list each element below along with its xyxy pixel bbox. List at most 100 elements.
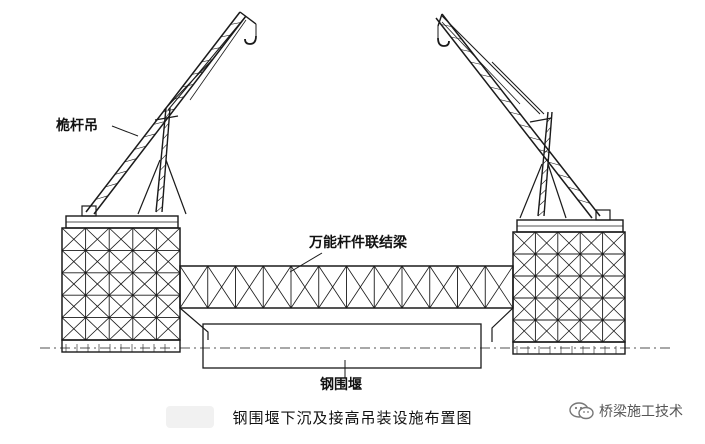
right-tower-diagonal [512, 297, 536, 321]
right-tower-diagonal [602, 231, 626, 255]
right-tower-diagonal [512, 319, 536, 343]
right-mast-lacing [538, 200, 546, 206]
left-tower-diagonal [108, 227, 134, 251]
left-tower-diagonal [61, 227, 86, 251]
left-tower-diagonal [108, 272, 134, 296]
right-mast-lacing [537, 210, 545, 217]
connecting-beam-diagonal [235, 265, 264, 309]
right-stay-cable [491, 61, 545, 115]
right-boom-lacing [528, 136, 541, 141]
right-back-leg [519, 163, 543, 219]
left-tower-diagonal [85, 250, 110, 274]
beam-label: 万能杆件联结梁 [308, 234, 408, 251]
left-boom-lacing [114, 170, 128, 175]
wechat-icon [569, 402, 594, 420]
left-mast-lacing [159, 164, 166, 171]
watermark-text: 桥梁施工技术 [599, 404, 683, 420]
blurred-watermark [166, 406, 214, 428]
right-mast-cap [529, 117, 553, 123]
left-tower-diagonal [132, 227, 157, 251]
right-boom-lacing [499, 99, 512, 103]
right-boom-tip [437, 13, 443, 27]
connecting-beam-diagonal [290, 265, 320, 309]
right-tower-diagonal [535, 275, 559, 299]
right-boom-lacing [557, 174, 571, 179]
left-back-leg [165, 159, 187, 215]
right-boom-lacing [470, 61, 482, 65]
right-tower-diagonal [512, 253, 536, 277]
right-boom-lacing [441, 24, 452, 27]
left-mast-lacing [163, 123, 169, 129]
left-boom-lacing [143, 133, 156, 138]
left-back-leg [137, 159, 161, 215]
left-mast-lacing [162, 133, 168, 140]
right-tower-diagonal [535, 253, 559, 277]
right-boom-chord [435, 17, 593, 219]
left-hook [244, 35, 257, 45]
left-boom-lacing [191, 71, 204, 75]
right-boom-lacing [548, 161, 561, 166]
left-tower-diagonal [156, 227, 181, 251]
left-tower-diagonal [108, 317, 134, 341]
left-tower-diagonal [156, 317, 181, 341]
right-boom-lacing [450, 36, 462, 40]
right-boom-lacing [489, 86, 502, 91]
cofferdam-body [202, 323, 482, 369]
connecting-beam-diagonal [346, 265, 375, 309]
left-tower-diagonal [85, 317, 110, 341]
left-mast-lacing [161, 144, 168, 150]
right-tower-diagonal [557, 253, 581, 277]
left-mast-lacing [155, 206, 163, 213]
left-boom-lacing [134, 145, 147, 150]
right-tower-diagonal [579, 231, 603, 255]
right-tower-diagonal [557, 297, 581, 321]
right-boom-lacing [480, 74, 492, 78]
cofferdam-label: 钢围堰 [320, 376, 362, 393]
source-watermark: 桥梁施工技术 [569, 401, 683, 421]
connecting-beam-diagonal [179, 265, 209, 309]
left-mast-lacing [156, 196, 164, 202]
right-tower-diagonal [579, 275, 603, 299]
left-tower-diagonal [108, 294, 134, 318]
right-tower-diagonal [535, 319, 559, 343]
right-transition [491, 307, 514, 342]
right-tower-diagonal [579, 319, 603, 343]
left-stay-cable [163, 59, 213, 111]
right-mast-lacing [540, 179, 547, 186]
right-boom-lacing [518, 124, 531, 128]
left-tower-diagonal [61, 294, 86, 318]
right-mast-lacing [539, 189, 546, 196]
left-tower-diagonal [132, 250, 157, 274]
left-mast-lacing [158, 175, 165, 182]
connecting-beam-diagonal [401, 265, 431, 309]
right-tower-diagonal [535, 297, 559, 321]
right-boom-foot [595, 209, 611, 221]
figure-caption: 钢围堰下沉及接高吊装设施布置图 [232, 409, 473, 427]
left-tower-diagonal [61, 317, 86, 341]
beam-leader [289, 252, 323, 273]
left-boom-lacing [201, 59, 213, 63]
left-boom-lacing [95, 195, 109, 200]
left-tower-diagonal [85, 227, 110, 251]
right-tower-diagonal [535, 231, 559, 255]
left-tower-diagonal [108, 250, 134, 274]
right-tower-diagonal [557, 319, 581, 343]
right-tower-diagonal [602, 319, 626, 343]
right-boom-lacing [577, 199, 591, 204]
right-tower-diagonal [579, 253, 603, 277]
right-mast-lacing [541, 168, 548, 175]
left-tower-diagonal [156, 250, 181, 274]
left-boom-foot [81, 205, 97, 217]
left-boom-lacing [153, 121, 166, 125]
connecting-beam-diagonal [318, 265, 347, 309]
connecting-beam-diagonal [262, 265, 292, 309]
right-boom-lacing [509, 111, 522, 116]
right-back-leg [547, 163, 567, 219]
left-boom-tip [239, 11, 257, 25]
left-tower-diagonal [156, 272, 181, 296]
right-hook [437, 37, 450, 47]
left-boom-lacing [105, 183, 118, 188]
left-tower-diagonal [132, 317, 157, 341]
